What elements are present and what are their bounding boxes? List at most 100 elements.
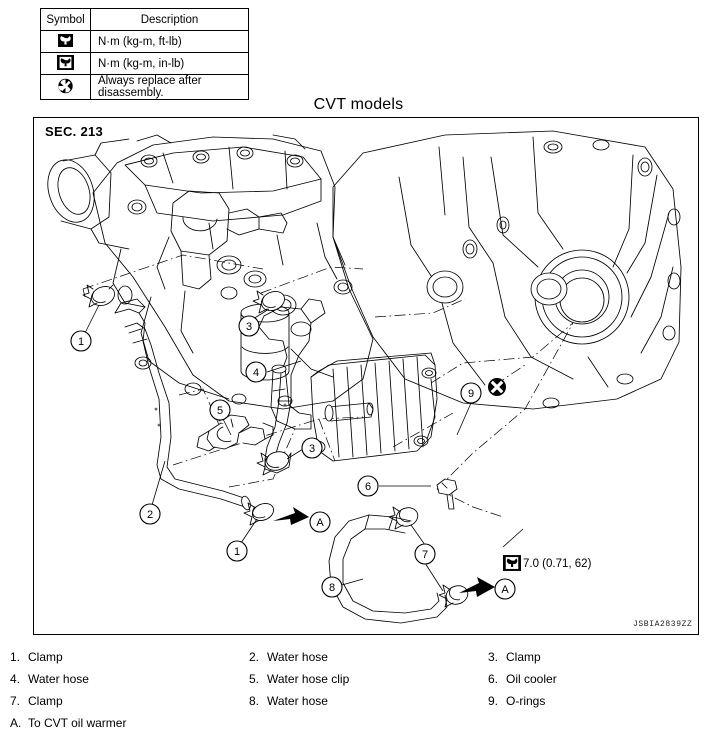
direction-arrow-a2 (459, 577, 495, 597)
svg-text:A: A (501, 584, 509, 596)
svg-text:4: 4 (253, 367, 259, 379)
part-4-water-hose (258, 298, 326, 474)
section-label: SEC. 213 (45, 124, 104, 139)
description-column-header: Description (90, 8, 249, 31)
legend-number: 1. (10, 650, 21, 664)
legend-label: Clamp (506, 650, 541, 664)
callout-3: 3 (238, 315, 260, 337)
legend-number: 7. (10, 694, 21, 708)
callout-9: 9 (460, 382, 482, 404)
symbol-column-header: Symbol (40, 8, 91, 31)
callout-1: 1 (70, 330, 92, 352)
diagram-title: CVT models (313, 96, 404, 113)
callout-1b: 1 (226, 540, 248, 562)
legend-item: A. To CVT oil warmer (0, 716, 239, 730)
legend-number: 9. (488, 694, 499, 708)
callout-5: 5 (209, 399, 231, 421)
legend-number: 3. (488, 650, 499, 664)
symbol-table-header-row: Symbol Description (40, 8, 249, 31)
symbol-description: Always replace after disassembly. (90, 74, 249, 100)
replace-part-icon-cell (40, 74, 91, 100)
legend-row: 7. Clamp 8. Water hose 9. O-rings (0, 694, 717, 716)
callout-3b: 3 (301, 437, 323, 459)
svg-text:5: 5 (217, 405, 223, 417)
legend-item: 1. Clamp (0, 650, 239, 664)
legend-item: 4. Water hose (0, 672, 239, 686)
legend-number: 4. (10, 672, 21, 686)
legend-item: 6. Oil cooler (478, 672, 717, 686)
wrench-inlb-icon-cell (40, 52, 91, 75)
legend-row: 4. Water hose 5. Water hose clip 6. Oil … (0, 672, 717, 694)
legend-item: 7. Clamp (0, 694, 239, 708)
cooler-mount-bolt (436, 478, 458, 510)
svg-text:1: 1 (78, 336, 84, 348)
legend-label: To CVT oil warmer (28, 716, 127, 730)
legend-row: A. To CVT oil warmer (0, 716, 717, 738)
part-9-o-rings (426, 270, 568, 306)
part-3-clamp-upper (252, 290, 285, 314)
legend-number: 8. (249, 694, 260, 708)
legend-number: 5. (249, 672, 260, 686)
symbol-description: N·m (kg-m, ft-lb) (90, 30, 249, 53)
legend-label: Clamp (28, 694, 63, 708)
callout-4: 4 (245, 361, 267, 383)
part-1-clamp-upper (82, 284, 115, 308)
svg-text:8: 8 (329, 582, 335, 594)
legend-label: Clamp (28, 650, 63, 664)
legend-number: 6. (488, 672, 499, 686)
torque-symbol-icon (503, 555, 521, 576)
legend-item: 2. Water hose (239, 650, 478, 664)
torque-spec-value: 7.0 (0.71, 62) (523, 558, 592, 570)
part-2-water-hose (114, 298, 251, 511)
legend-label: Oil cooler (506, 672, 557, 686)
callout-a1: A (309, 511, 331, 533)
replace-part-icon (57, 78, 74, 97)
replace-part-icon-diagram (488, 378, 506, 396)
part-1-clamp-lower (243, 502, 274, 526)
svg-text:A: A (316, 517, 324, 529)
wrench-footlb-icon (57, 32, 74, 51)
legend-item: 9. O-rings (478, 694, 717, 708)
svg-text:2: 2 (147, 509, 153, 521)
callout-8: 8 (321, 576, 343, 598)
drawing-id: JSBIA2839ZZ (633, 620, 693, 629)
symbol-legend-table: Symbol Description N·m (kg-m, ft-lb) (40, 8, 249, 100)
callout-bubbles: 1 2 3 4 5 3 1 6 7 8 9 A A (70, 315, 516, 600)
diagram-frame (33, 117, 699, 635)
svg-text:3: 3 (246, 321, 252, 333)
legend-label: O-rings (506, 694, 546, 708)
svg-text:1: 1 (234, 546, 240, 558)
callout-leader-lines (84, 304, 524, 592)
legend-label: Water hose (267, 650, 328, 664)
part-3-clamp-lower (256, 451, 290, 476)
callout-6: 6 (357, 475, 379, 497)
symbol-table-row: Always replace after disassembly. (40, 74, 249, 100)
svg-text:7: 7 (422, 549, 428, 561)
part-5-water-hose-clip (196, 414, 274, 452)
exploded-parts-drawing: .ln{fill:none;stroke:#000;stroke-width:.… (47, 130, 682, 624)
legend-item: 3. Clamp (478, 650, 717, 664)
svg-text:9: 9 (468, 388, 474, 400)
legend-item: 5. Water hose clip (239, 672, 478, 686)
callout-2: 2 (139, 503, 161, 525)
wrench-footlb-icon-cell (40, 30, 91, 53)
engine-block-illustration (47, 130, 682, 410)
legend-item: 8. Water hose (239, 694, 478, 708)
legend-label: Water hose clip (267, 672, 350, 686)
legend-row: 1. Clamp 2. Water hose 3. Clamp (0, 650, 717, 672)
callout-7: 7 (414, 543, 436, 565)
legend-number: 2. (249, 650, 260, 664)
direction-arrow-a1 (273, 507, 309, 525)
legend-label: Water hose (28, 672, 89, 686)
part-7-clamp-lower (438, 584, 469, 608)
svg-text:3: 3 (309, 443, 315, 455)
symbol-table-row: N·m (kg-m, ft-lb) (40, 30, 249, 53)
svg-text:6: 6 (365, 481, 371, 493)
callout-a2: A (494, 578, 516, 600)
symbol-description: N·m (kg-m, in-lb) (90, 52, 249, 75)
wrench-inlb-icon (57, 54, 74, 73)
symbol-table-row: N·m (kg-m, in-lb) (40, 52, 249, 75)
legend-label: Water hose (267, 694, 328, 708)
legend-number: A. (10, 716, 22, 730)
parts-legend: 1. Clamp 2. Water hose 3. Clamp 4. Water… (0, 650, 717, 738)
